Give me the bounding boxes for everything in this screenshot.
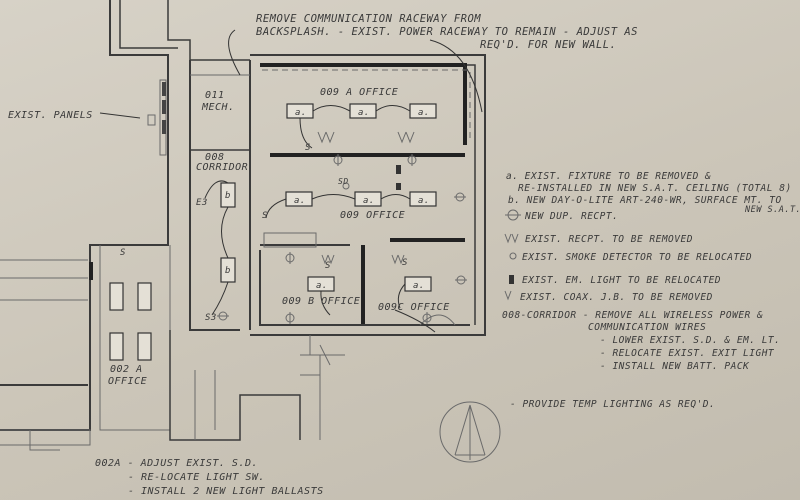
leader-lines: [99, 29, 483, 333]
legend-corridor-line2: COMMUNICATION WIRES: [588, 322, 706, 333]
switch-tag: S: [325, 261, 331, 271]
bottom-note-line2: - RE-LOCATE LIGHT SW.: [128, 472, 265, 483]
legend-a-line2: RE-INSTALLED IN NEW S.A.T. CEILING (TOTA…: [518, 183, 792, 194]
switch-tag: S: [305, 143, 311, 153]
new-receptacle-symbol: [217, 154, 467, 324]
tag-b: b: [225, 266, 231, 276]
bottom-note-line3: - INSTALL 2 NEW LIGHT BALLASTS: [128, 486, 324, 497]
smoke-detector-symbol: [342, 182, 350, 190]
existing-receptacle-symbol: [317, 131, 415, 265]
legend-existing-receptacle: EXIST. RECPT. TO BE REMOVED: [525, 234, 693, 245]
tag-a: a.: [418, 108, 430, 118]
room-label-009a: 009 A OFFICE: [320, 87, 398, 98]
wiring: [204, 105, 411, 316]
room-number-002a: 002 A: [110, 364, 143, 375]
em-light-symbol: [396, 165, 401, 174]
legend-smoke-detector: EXIST. SMOKE DETECTOR TO BE RELOCATED: [522, 252, 752, 263]
legend-b-line2: NEW S.A.T.: [744, 205, 800, 215]
room-number-corridor: 008: [205, 152, 225, 163]
tag-b: b: [225, 191, 231, 201]
light-fixture-002a-3: [109, 332, 124, 361]
bottom-note-line1: 002A - ADJUST EXIST. S.D.: [95, 458, 258, 469]
legend-corridor-line1: 008-CORRIDOR - REMOVE ALL WIRELESS POWER…: [502, 310, 763, 321]
top-note-line3: REQ'D. FOR NEW WALL.: [480, 39, 616, 51]
switch-tag: S: [120, 248, 126, 258]
room-name-corridor: CORRIDOR: [196, 162, 248, 173]
room-label-009c: 009C OFFICE: [378, 302, 450, 313]
tag-a: a.: [358, 108, 370, 118]
top-note-line1: REMOVE COMMUNICATION RACEWAY FROM: [256, 13, 481, 25]
legend-a-line1: a. EXIST. FIXTURE TO BE REMOVED &: [506, 171, 711, 182]
light-fixture-002a-1: [109, 282, 124, 311]
tag-a: a.: [413, 281, 425, 291]
exit-tag: E3: [196, 198, 208, 208]
room-label-009: 009 OFFICE: [340, 210, 405, 221]
tag-a: a.: [316, 281, 328, 291]
north-arrow-icon: [439, 401, 501, 463]
room-label-009b: 009 B OFFICE: [282, 296, 360, 307]
tag-a: a.: [418, 196, 430, 206]
legend-corridor-item3: - INSTALL NEW BATT. PACK: [600, 361, 750, 372]
legend-coax: EXIST. COAX. J.B. TO BE REMOVED: [520, 292, 713, 303]
building-walls: [0, 0, 321, 451]
tag-a: a.: [294, 196, 306, 206]
legend-corridor-item2: - RELOCATE EXIST. EXIT LIGHT: [600, 348, 775, 359]
legend-corridor-item1: - LOWER EXIST. S.D. & EM. LT.: [600, 335, 780, 346]
switch-tag: S: [402, 258, 408, 268]
light-fixture-002a-2: [137, 282, 152, 311]
legend-b-line1: b. NEW DAY-O-LITE ART-240-WR, SURFACE MT…: [508, 195, 782, 206]
smoke-detector-tag: SD: [338, 177, 349, 186]
room-name-002a: OFFICE: [108, 376, 147, 387]
switch-tag: S: [262, 211, 268, 221]
receptacles: [217, 131, 467, 324]
tag-a: a.: [295, 108, 307, 118]
fixtures-type-a: [285, 103, 437, 292]
light-fixture-002a-4: [137, 332, 152, 361]
tag-a: a.: [363, 196, 375, 206]
legend-symbols: [504, 209, 521, 301]
switch-tag-3way: S3: [205, 313, 217, 323]
room-name-mech: MECH.: [201, 102, 235, 113]
legend-temp-lighting: - PROVIDE TEMP LIGHTING AS REQ'D.: [510, 399, 715, 410]
exist-panels-label: EXIST. PANELS: [8, 110, 93, 121]
room-number-mech: 011: [205, 90, 225, 101]
legend-new-receptacle: NEW DUP. RECPT.: [524, 211, 618, 222]
legend-em-light: EXIST. EM. LIGHT TO BE RELOCATED: [522, 275, 721, 286]
top-note-line2: BACKSPLASH. - EXIST. POWER RACEWAY TO RE…: [256, 26, 638, 38]
